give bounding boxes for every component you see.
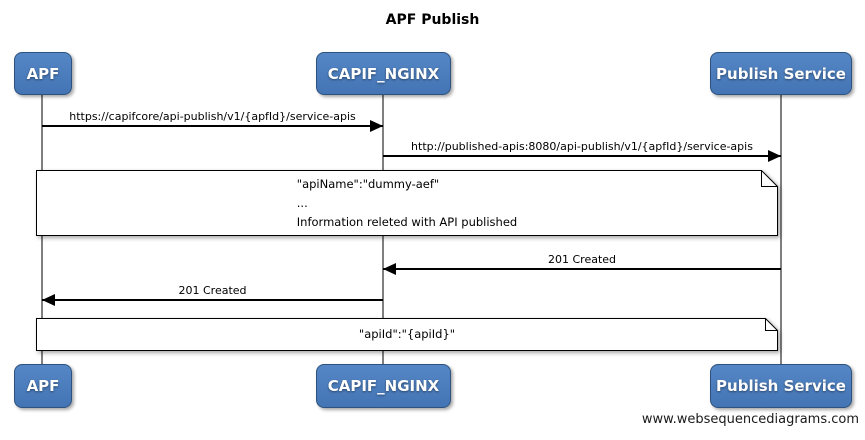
watermark: www.websequencediagrams.com xyxy=(641,412,859,427)
note-line: ... xyxy=(296,195,308,210)
message-label: http://published-apis:8080/api-publish/v… xyxy=(411,140,753,153)
actor-bottom-apf: APF xyxy=(14,364,72,408)
arrowhead-right-icon xyxy=(370,120,383,132)
actor-label: APF xyxy=(26,377,60,395)
arrow-line xyxy=(383,155,781,157)
actor-label: CAPIF_NGINX xyxy=(327,377,440,395)
note-api-id: "apiId":"{apiId}" xyxy=(36,318,778,351)
actor-top-apf: APF xyxy=(14,52,72,95)
arrowhead-right-icon xyxy=(768,150,781,162)
message-label: 201 Created xyxy=(547,253,617,266)
actor-label: Publish Service xyxy=(716,64,846,83)
actor-top-publish-service: Publish Service xyxy=(710,52,852,95)
note-shape xyxy=(36,170,778,236)
lifeline-publish-service xyxy=(780,93,782,364)
message-forward-request: http://published-apis:8080/api-publish/v… xyxy=(383,140,781,162)
note-shape xyxy=(36,318,778,351)
actor-label: APF xyxy=(26,64,60,83)
note-line: "apiName":"dummy-aef" xyxy=(296,176,440,191)
message-201-created-to-nginx: 201 Created xyxy=(383,253,781,275)
diagram-title: APF Publish xyxy=(385,12,480,28)
actor-bottom-capif-nginx: CAPIF_NGINX xyxy=(316,364,451,408)
note-text: "apiId":"{apiId}" xyxy=(36,318,778,351)
message-201-created-to-apf: 201 Created xyxy=(42,284,383,306)
note-text: "apiName":"dummy-aef" ... Information re… xyxy=(36,170,778,236)
message-label: https://capifcore/api-publish/v1/{apfId}… xyxy=(69,110,356,123)
arrow-line xyxy=(42,299,383,301)
message-publish-request: https://capifcore/api-publish/v1/{apfId}… xyxy=(42,110,383,132)
actor-top-capif-nginx: CAPIF_NGINX xyxy=(316,52,451,95)
note-api-information: "apiName":"dummy-aef" ... Information re… xyxy=(36,170,778,236)
actor-bottom-publish-service: Publish Service xyxy=(710,364,852,408)
arrowhead-left-icon xyxy=(383,263,396,275)
note-line: "apiId":"{apiId}" xyxy=(358,327,456,341)
actor-label: CAPIF_NGINX xyxy=(327,64,440,83)
arrowhead-left-icon xyxy=(42,294,55,306)
arrow-line xyxy=(383,268,781,270)
arrow-line xyxy=(42,125,383,127)
note-line: Information releted with API published xyxy=(296,214,518,229)
message-label: 201 Created xyxy=(178,284,247,297)
actor-label: Publish Service xyxy=(716,377,846,395)
